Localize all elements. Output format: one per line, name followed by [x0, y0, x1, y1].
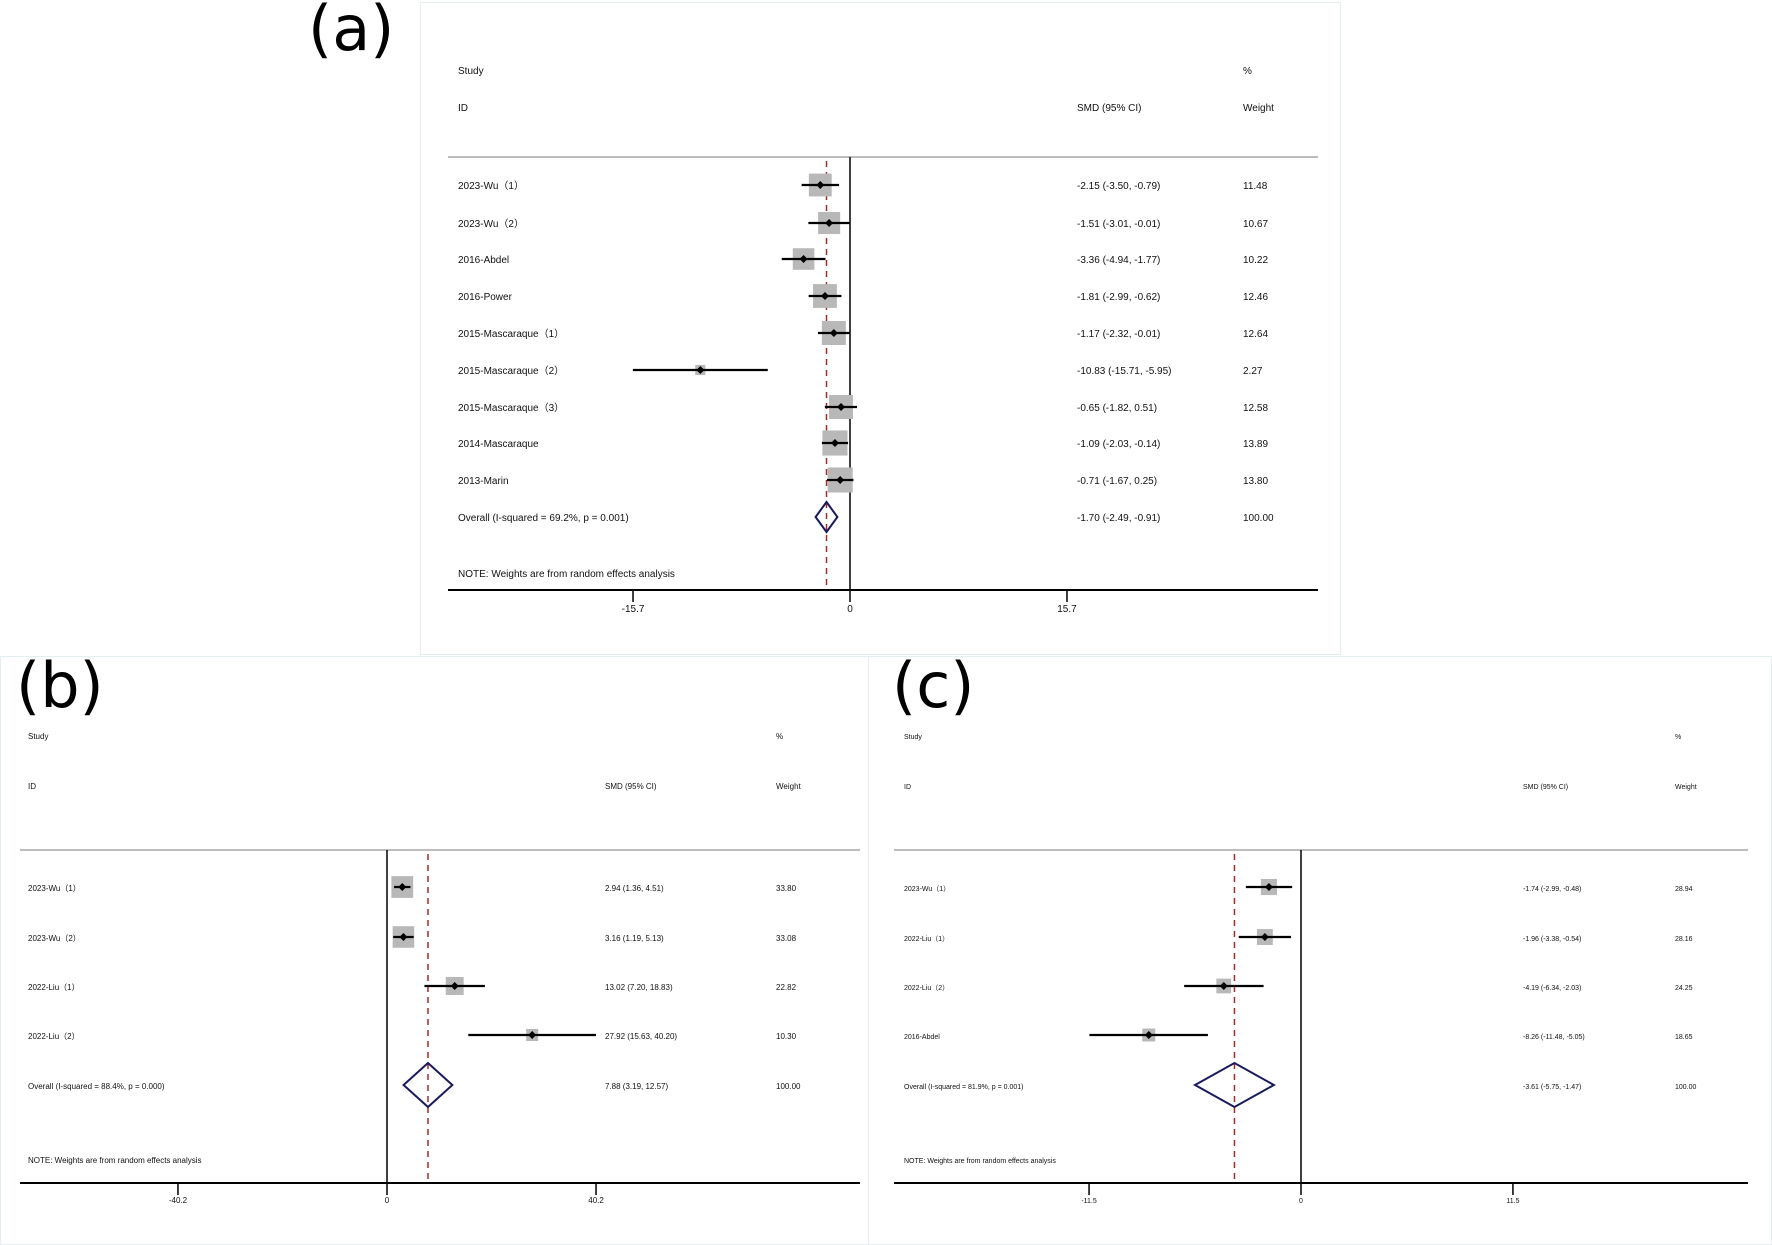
panel-a-label: (a)	[308, 0, 395, 65]
panel-a-frame	[420, 2, 1341, 655]
panel-c-label: (c)	[892, 649, 975, 722]
panel-c-frame	[868, 656, 1772, 1245]
panel-b-frame	[0, 656, 869, 1245]
panel-b-label: (b)	[16, 649, 104, 722]
